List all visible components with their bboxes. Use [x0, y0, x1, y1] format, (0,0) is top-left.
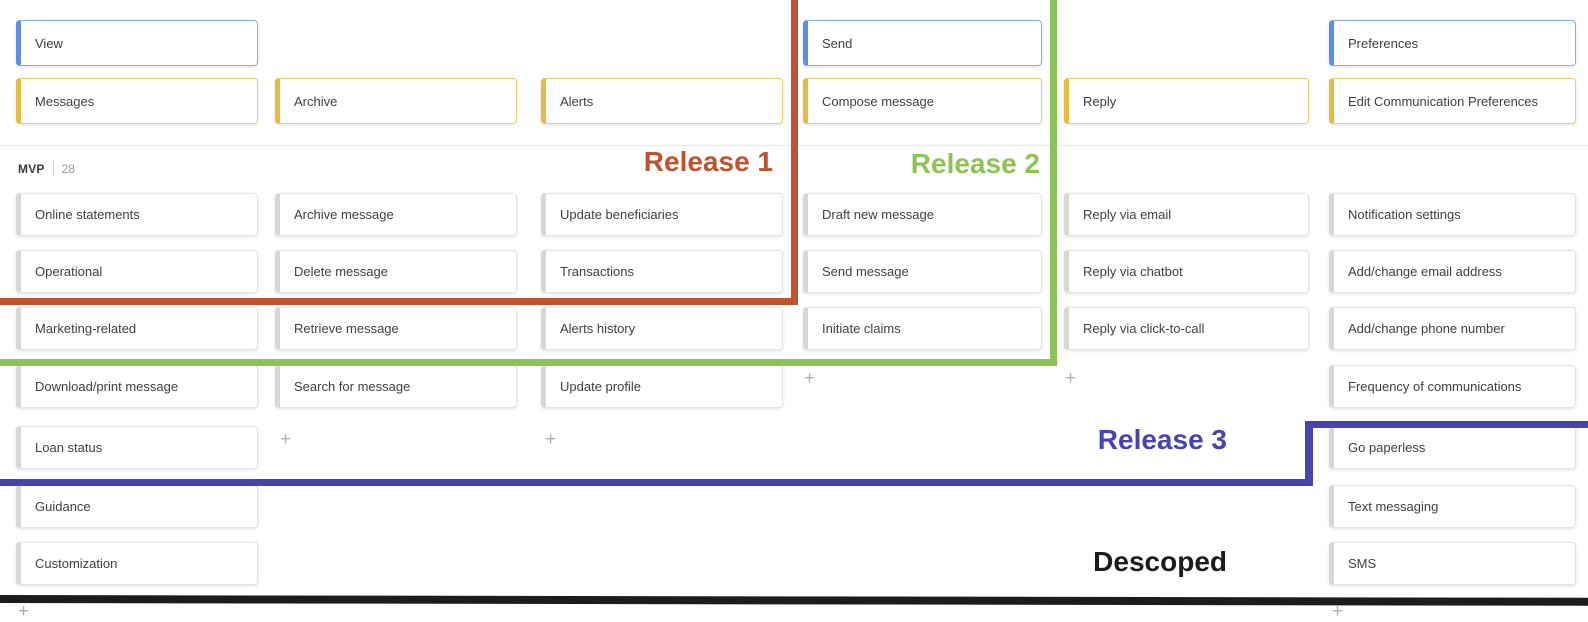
story-card[interactable]: Frequency of communications	[1329, 365, 1576, 408]
story-card[interactable]: Delete message	[275, 250, 517, 293]
story-card[interactable]: Go paperless	[1329, 426, 1576, 469]
step-card[interactable]: Compose message	[803, 78, 1042, 124]
step-card[interactable]: Reply	[1064, 78, 1309, 124]
story-card[interactable]: Loan status	[16, 426, 258, 469]
activity-card[interactable]: Preferences	[1329, 20, 1576, 66]
story-card[interactable]: Initiate claims	[803, 307, 1042, 350]
add-card-button[interactable]: +	[279, 429, 292, 450]
step-card[interactable]: Edit Communication Preferences	[1329, 78, 1576, 124]
release-3-line-top	[1311, 421, 1588, 428]
release-1-label: Release 1	[643, 146, 773, 177]
story-card[interactable]: Operational	[16, 250, 258, 293]
add-card-button[interactable]: +	[544, 429, 557, 450]
story-card[interactable]: Retrieve message	[275, 307, 517, 350]
story-card[interactable]: Reply via click-to-call	[1064, 307, 1309, 350]
story-card[interactable]: Text messaging	[1329, 485, 1576, 528]
story-card[interactable]: Notification settings	[1329, 193, 1576, 236]
release-3-line-vertical	[1305, 421, 1313, 486]
step-card[interactable]: Alerts	[541, 78, 783, 124]
release-3-line-bottom	[0, 479, 1313, 486]
story-card[interactable]: Archive message	[275, 193, 517, 236]
story-card[interactable]: Customization	[16, 542, 258, 585]
story-card[interactable]: Send message	[803, 250, 1042, 293]
story-card[interactable]: Download/print message	[16, 365, 258, 408]
story-card[interactable]: Online statements	[16, 193, 258, 236]
story-card[interactable]: SMS	[1329, 542, 1576, 585]
story-card[interactable]: Add/change phone number	[1329, 307, 1576, 350]
section-name: MVP	[18, 161, 45, 176]
activity-card[interactable]: View	[16, 20, 258, 66]
add-card-button[interactable]: +	[1064, 368, 1077, 389]
descoped-line	[0, 595, 1588, 606]
add-card-button[interactable]: +	[17, 601, 30, 622]
story-card[interactable]: Reply via chatbot	[1064, 250, 1309, 293]
add-card-button[interactable]: +	[1331, 601, 1344, 622]
story-card[interactable]: Search for message	[275, 365, 517, 408]
story-card[interactable]: Guidance	[16, 485, 258, 528]
release-2-line-vertical	[1050, 0, 1057, 366]
section-divider	[52, 161, 54, 176]
step-card[interactable]: Archive	[275, 78, 517, 124]
release-3-label: Release 3	[1097, 424, 1227, 455]
step-card[interactable]: Messages	[16, 78, 258, 124]
story-card[interactable]: Update beneficiaries	[541, 193, 783, 236]
story-card[interactable]: Marketing-related	[16, 307, 258, 350]
release-section-header: MVP 28	[18, 161, 75, 176]
activity-card[interactable]: Send	[803, 20, 1042, 66]
story-card[interactable]: Draft new message	[803, 193, 1042, 236]
release-1-line-vertical	[791, 0, 798, 305]
story-card[interactable]: Alerts history	[541, 307, 783, 350]
descoped-label: Descoped	[1093, 546, 1227, 577]
release-2-label: Release 2	[910, 148, 1040, 179]
release-2-line-horizontal	[0, 359, 1057, 366]
story-card[interactable]: Update profile	[541, 365, 783, 408]
story-card[interactable]: Reply via email	[1064, 193, 1309, 236]
release-1-line-horizontal	[0, 298, 798, 305]
section-count: 28	[61, 161, 75, 176]
story-card[interactable]: Add/change email address	[1329, 250, 1576, 293]
story-card[interactable]: Transactions	[541, 250, 783, 293]
add-card-button[interactable]: +	[803, 368, 816, 389]
